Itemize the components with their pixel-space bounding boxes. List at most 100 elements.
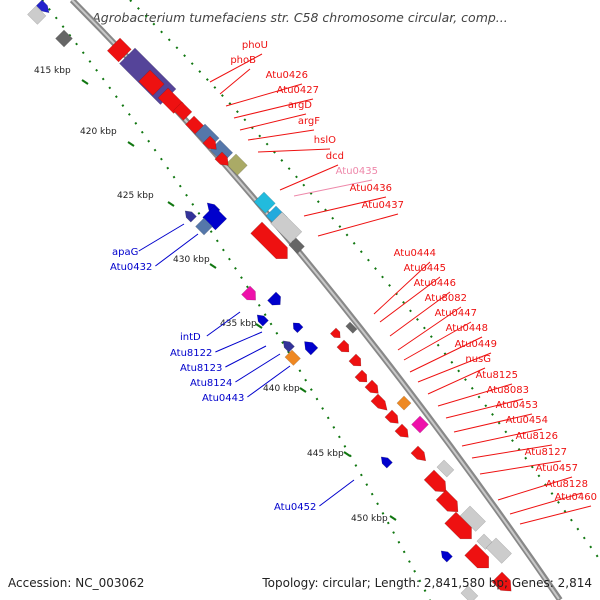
- leader-line: [247, 365, 291, 398]
- leader-line: [389, 291, 451, 337]
- scale-tick-label: 415 kbp: [34, 66, 71, 76]
- gene-label-atu0453[interactable]: Atu0453: [496, 400, 538, 411]
- gene-label-atu8126[interactable]: Atu8126: [516, 431, 558, 442]
- leader-line: [257, 148, 331, 153]
- leader-line: [219, 68, 251, 95]
- gene-label-hslo[interactable]: hslO: [314, 135, 336, 146]
- leader-line: [155, 233, 199, 267]
- gene-arrow: [282, 340, 295, 353]
- leader-line: [427, 367, 486, 395]
- gene-label-atu0446[interactable]: Atu0446: [414, 278, 456, 289]
- gene-arrow: [329, 327, 341, 339]
- gene-arrow: [491, 571, 512, 592]
- leader-line: [461, 428, 543, 447]
- gene-label-atu0443[interactable]: Atu0443: [202, 393, 244, 404]
- leader-line: [409, 336, 483, 373]
- leader-line: [233, 98, 314, 119]
- gene-label-atu8125[interactable]: Atu8125: [476, 370, 518, 381]
- gene-block: [27, 5, 47, 25]
- leader-line: [453, 413, 533, 433]
- gene-label-atu0460[interactable]: Atu0460: [555, 492, 597, 503]
- leader-line: [206, 311, 241, 337]
- gene-arrow: [464, 543, 489, 569]
- leader-line: [303, 196, 387, 217]
- gene-arrow: [35, 0, 50, 14]
- gene-label-nusg[interactable]: nusG: [465, 354, 491, 365]
- gene-label-atu8123[interactable]: Atu8123: [180, 363, 222, 374]
- leader-line: [373, 261, 431, 315]
- gene-arrow: [364, 379, 379, 394]
- gene-block: [225, 153, 248, 176]
- gene-label-atu0435[interactable]: Atu0435: [336, 166, 378, 177]
- gene-label-atu8127[interactable]: Atu8127: [525, 447, 567, 458]
- gene-arrow: [214, 151, 229, 166]
- gene-arrow: [184, 210, 197, 223]
- major-tick-mark: [167, 201, 175, 207]
- gene-label-atu0447[interactable]: Atu0447: [435, 308, 477, 319]
- label-leader-lines: [138, 53, 592, 525]
- leader-line: [519, 505, 592, 525]
- gene-label-atu0427[interactable]: Atu0427: [277, 85, 319, 96]
- tick-track-outer: [129, 0, 600, 561]
- gene-block: [270, 211, 303, 244]
- gene-label-atu8082[interactable]: Atu8082: [425, 293, 467, 304]
- gene-label-atu8083[interactable]: Atu8083: [487, 385, 529, 396]
- tick-track-inner: [41, 0, 431, 600]
- scale-tick-label: 420 kbp: [80, 127, 117, 137]
- leader-line: [209, 53, 263, 83]
- gene-label-atu0457[interactable]: Atu0457: [536, 463, 578, 474]
- leader-line: [138, 223, 185, 252]
- gene-arrow: [423, 469, 447, 493]
- leader-line: [293, 179, 373, 197]
- gene-label-atu0436[interactable]: Atu0436: [350, 183, 392, 194]
- gene-label-atu0449[interactable]: Atu0449: [455, 339, 497, 350]
- gene-block: [138, 69, 165, 96]
- scale-tick-label: 425 kbp: [117, 191, 154, 201]
- leader-line: [445, 398, 524, 419]
- leader-line: [437, 383, 513, 407]
- gene-label-atu0454[interactable]: Atu0454: [506, 415, 548, 426]
- accession-text: Accession: NC_003062: [8, 576, 145, 590]
- major-tick-mark: [209, 263, 217, 269]
- gene-arrow: [435, 489, 459, 513]
- gene-label-atu0426[interactable]: Atu0426: [266, 70, 308, 81]
- gene-block: [106, 37, 132, 63]
- gene-block: [195, 217, 213, 236]
- gene-arrow: [256, 314, 269, 327]
- gene-arrow: [348, 353, 362, 367]
- gene-label-atu0445[interactable]: Atu0445: [404, 263, 446, 274]
- gene-label-atu0448[interactable]: Atu0448: [446, 323, 488, 334]
- gene-label-atu0444[interactable]: Atu0444: [394, 248, 436, 259]
- leader-line: [471, 444, 553, 459]
- gene-features: [27, 0, 512, 600]
- gene-label-intd[interactable]: intD: [180, 332, 201, 343]
- gene-block: [173, 101, 193, 121]
- gene-label-apag[interactable]: apaG: [112, 247, 138, 258]
- leader-line: [319, 479, 355, 507]
- gene-label-atu8128[interactable]: Atu8128: [546, 479, 588, 490]
- gene-label-atu0452[interactable]: Atu0452: [274, 502, 316, 513]
- major-tick-mark: [299, 387, 307, 393]
- leader-line: [235, 353, 281, 383]
- gene-label-phob[interactable]: phoB: [230, 55, 256, 66]
- leader-line: [317, 213, 399, 237]
- gene-arrow: [380, 456, 393, 469]
- major-tick-mark: [127, 141, 135, 147]
- leader-line: [239, 113, 307, 131]
- gene-block: [485, 537, 512, 564]
- gene-label-argf[interactable]: argF: [298, 116, 320, 127]
- gene-label-argd[interactable]: argD: [288, 100, 312, 111]
- major-tick-mark: [343, 451, 351, 457]
- leader-line: [225, 83, 303, 107]
- gene-arrow: [250, 221, 288, 260]
- gene-label-atu8124[interactable]: Atu8124: [190, 378, 232, 389]
- gene-label-atu0437[interactable]: Atu0437: [362, 200, 404, 211]
- gene-block: [288, 237, 305, 254]
- gene-label-phou[interactable]: phoU: [242, 40, 268, 51]
- gene-label-atu0432[interactable]: Atu0432: [110, 262, 152, 273]
- gene-label-atu8122[interactable]: Atu8122: [170, 348, 212, 359]
- gene-label-dcd[interactable]: dcd: [326, 151, 344, 162]
- gene-block: [396, 395, 412, 411]
